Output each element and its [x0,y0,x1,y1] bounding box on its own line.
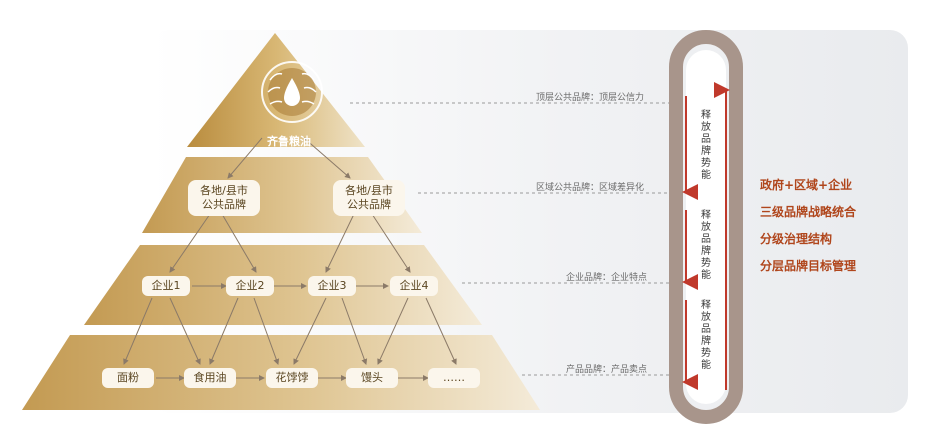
summary-line-2: 三级品牌战略统合 [760,205,857,219]
tier-enterprise [84,245,482,325]
product-node-1: 面粉 [102,368,154,388]
regional-brand-line: 公共品牌 [202,198,246,211]
product-node-more: …… [428,368,480,388]
summary-line-4: 分层品牌目标管理 [760,259,857,273]
enterprise-node-1: 企业1 [142,276,190,296]
flow-loop [669,30,743,424]
summary-line-3: 分级治理结构 [760,232,833,246]
summary-line-1: 政府+区域+企业 [760,178,853,192]
level-leader-lines [350,102,672,376]
regional-brand-line: 各地/县市 [200,184,248,197]
flow-label-3: 释放品牌势能 [701,300,711,371]
flow-label-2: 释放品牌势能 [701,210,711,281]
apex-label: 齐鲁粮油 [267,135,311,148]
level-label-product: 产品品牌：产品卖点 [566,365,648,375]
flow-label-1: 释放品牌势能 [701,110,711,181]
enterprise-node-3: 企业3 [308,276,356,296]
regional-brand-line: 公共品牌 [347,198,391,211]
level-label-enterprise: 企业品牌：企业特点 [566,273,648,283]
regional-brand-line: 各地/县市 [345,184,393,197]
enterprise-node-2: 企业2 [226,276,274,296]
regional-brand-node-1: 各地/县市公共品牌 [188,180,260,216]
product-node-2: 食用油 [184,368,236,388]
wheat-oil-logo-icon [261,61,323,123]
level-label-regional: 区域公共品牌：区域差异化 [536,183,645,193]
level-label-top: 顶层公共品牌：顶层公信力 [536,93,645,103]
regional-brand-node-2: 各地/县市公共品牌 [333,180,405,216]
product-node-3: 花饽饽 [266,368,318,388]
enterprise-node-4: 企业4 [390,276,438,296]
sibling-connectors [156,283,429,381]
link-lines [123,137,457,365]
product-node-4: 馒头 [346,368,398,388]
